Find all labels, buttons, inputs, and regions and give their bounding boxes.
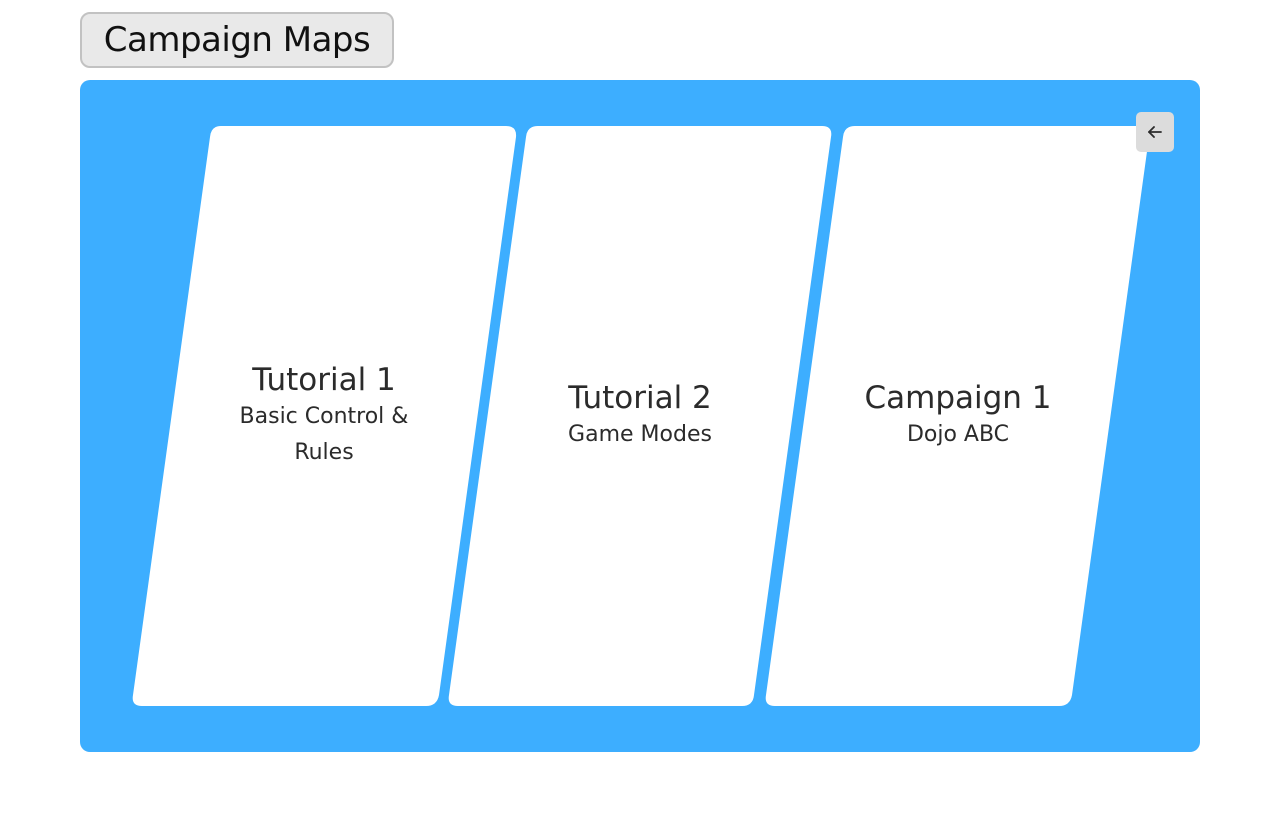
campaign-panel: Tutorial 1 Basic Control & Rules Tutoria…: [80, 80, 1200, 752]
map-card-campaign-1[interactable]: [765, 126, 1150, 706]
back-button[interactable]: [1136, 112, 1174, 152]
arrow-left-icon: [1148, 126, 1162, 138]
map-card-tutorial-2[interactable]: [448, 126, 832, 706]
campaign-maps-button[interactable]: Campaign Maps: [80, 12, 394, 68]
cards-canvas: [80, 80, 1200, 752]
map-card-tutorial-1[interactable]: [132, 126, 517, 706]
